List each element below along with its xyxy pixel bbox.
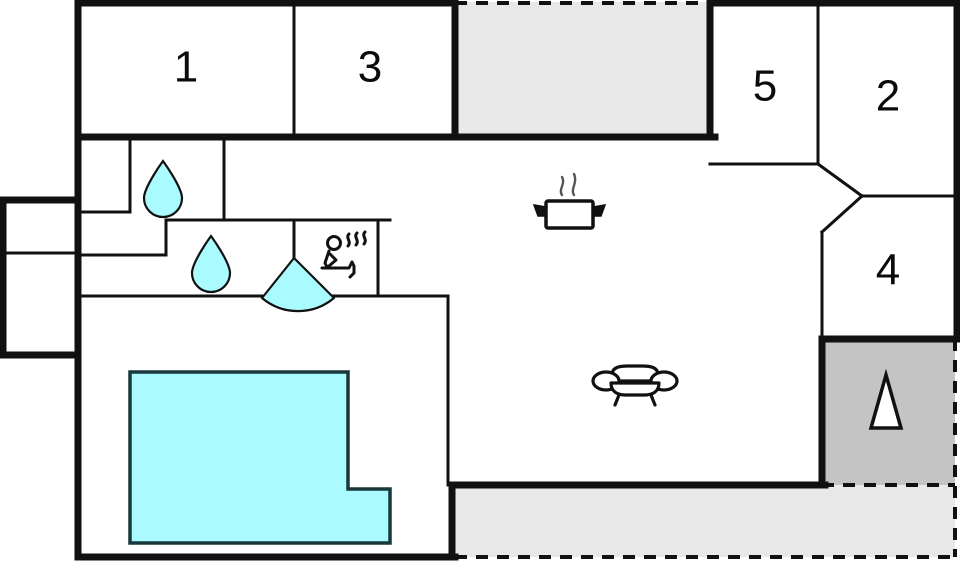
partition-room4-angle: [819, 193, 865, 235]
corner-shower-group: [260, 256, 336, 313]
corner-shower-icon: [260, 256, 336, 313]
sofa-leg-right: [649, 393, 657, 407]
sauna-person-legs: [320, 260, 356, 279]
cooking-pot-handle-left: [532, 204, 547, 217]
water-drop-icons: [142, 159, 232, 294]
room-label-1: 1: [174, 43, 198, 92]
swimming-pool-icon: [128, 370, 392, 545]
sauna-person-arm: [327, 252, 338, 268]
room-label-3: 3: [358, 43, 382, 92]
sofa-seat: [609, 381, 661, 397]
pool-group: [128, 370, 392, 545]
sauna-steam-wave-2: [354, 231, 359, 247]
cooking-pot-body: [544, 199, 595, 230]
sauna-person-body: [323, 249, 331, 269]
north-arrow-group: [868, 368, 904, 430]
sofa-icon: [591, 364, 679, 407]
north-arrow-icon: [868, 368, 904, 430]
cooking-pot-icon: [532, 172, 607, 230]
room-label-5: 5: [753, 62, 777, 111]
sauna-steam-wave-3: [362, 230, 367, 246]
cooking-pot-steam-1: [559, 175, 565, 197]
sauna-steam-wave-1: [346, 232, 351, 248]
partition-room2-angle-upper: [815, 161, 865, 199]
sofa-leg-left: [613, 393, 621, 407]
cooking-pot-handle-right: [592, 204, 607, 217]
room-label-2: 2: [876, 72, 900, 121]
sauna-icon: [320, 230, 367, 279]
terrace-top-area: [455, 2, 710, 135]
dashed-boundaries: [455, 1, 957, 559]
water-drop-icon: [190, 234, 232, 294]
terrace-areas: [455, 2, 955, 557]
room-label-4: 4: [876, 246, 900, 295]
water-drop-icon: [142, 159, 184, 219]
wall-porch-outline: [0, 196, 82, 359]
room-labels: 1 3 5 2 4: [174, 43, 900, 295]
terrace-bottom-area: [455, 485, 955, 557]
cooking-pot-steam-2: [571, 172, 577, 197]
sauna-person-head: [326, 235, 342, 251]
